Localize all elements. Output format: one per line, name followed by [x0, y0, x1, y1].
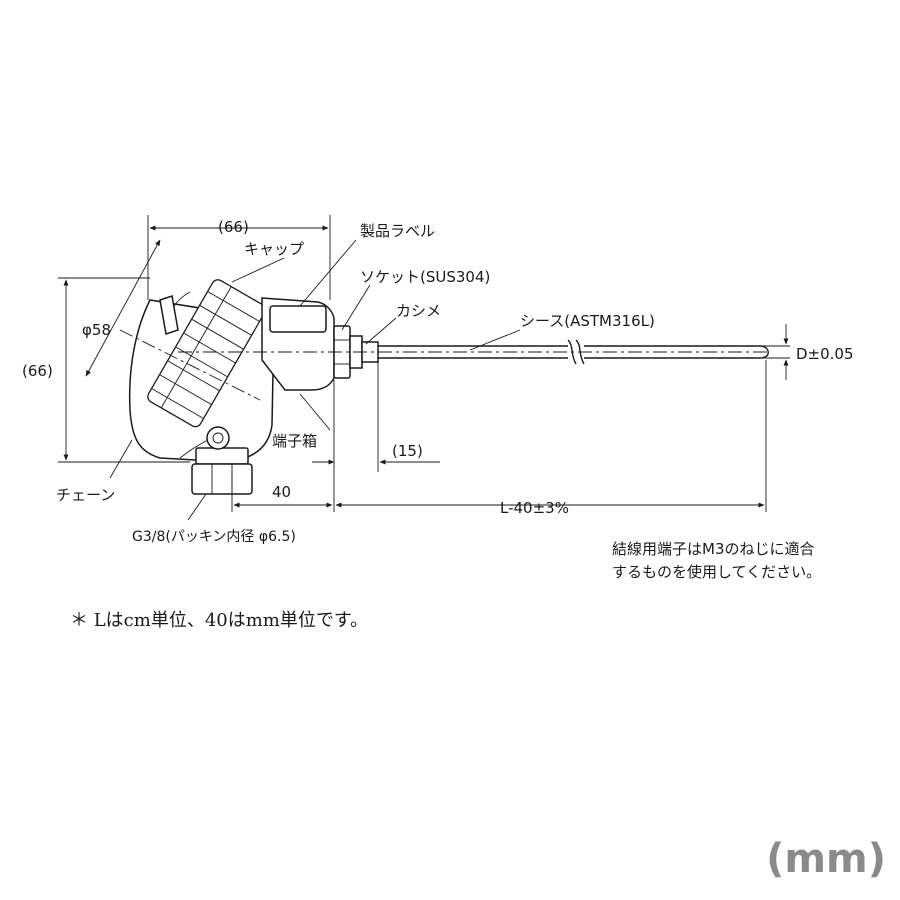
- socket-label: ソケット(SUS304): [360, 268, 490, 286]
- product-label-plate: [269, 305, 327, 333]
- cap-diameter-dimension: [85, 239, 161, 377]
- unit-footnote: ＊ Lはcm単位、40はmm単位です。: [70, 610, 369, 631]
- wiring-note: 結線用端子はM3のねじに適合 するものを使用してください。: [612, 538, 821, 584]
- gland-label: G3/8(パッキン内径 φ6.5): [132, 529, 296, 545]
- height-label: (66): [22, 362, 53, 380]
- length-label: L-40±3%: [500, 499, 569, 517]
- wiring-note-line2: するものを使用してください。: [612, 563, 822, 581]
- chain-screw: [179, 426, 230, 459]
- dimension-15-label: (15): [392, 442, 423, 460]
- cap-width-label: (66): [218, 218, 249, 236]
- wiring-note-line1: 結線用端子はM3のねじに適合: [612, 540, 815, 558]
- chain-label: チェーン: [56, 486, 115, 504]
- caulk-label: カシメ: [396, 302, 441, 320]
- dimension-40-label: 40: [272, 483, 291, 501]
- unit-label: (mm): [766, 836, 886, 882]
- diameter-tolerance-label: D±0.05: [796, 345, 854, 363]
- sheath-label: シース(ASTM316L): [520, 312, 655, 330]
- neck: [261, 297, 335, 391]
- cap: [147, 279, 267, 428]
- sheath: [378, 339, 769, 365]
- cap-label: キャップ: [244, 240, 304, 258]
- terminal-box-label: 端子箱: [272, 432, 317, 450]
- product-label-label: 製品ラベル: [360, 222, 435, 240]
- cap-diameter-label: φ58: [82, 321, 111, 339]
- cable-gland: [191, 447, 253, 495]
